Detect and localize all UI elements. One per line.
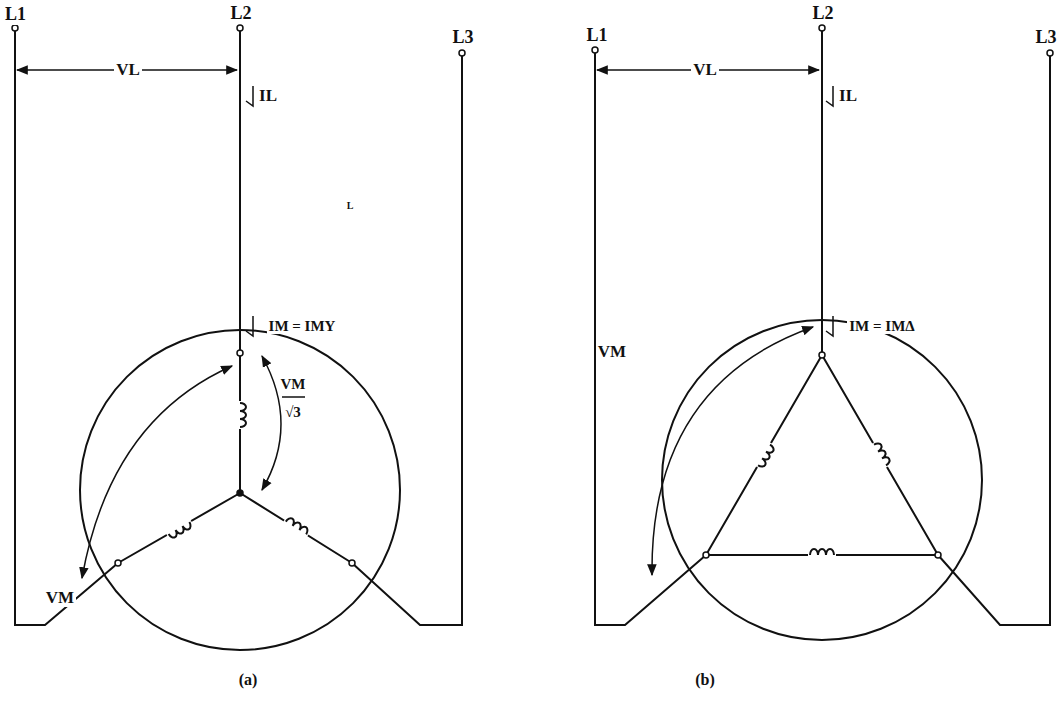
current-arrow [246, 316, 253, 336]
line-name: L2 [810, 4, 835, 24]
current-label: IL [837, 87, 859, 106]
motor-outline [662, 320, 982, 640]
terminal-dot [237, 350, 243, 356]
line-name: L1 [584, 26, 609, 46]
coil-symbol [232, 401, 248, 429]
line-wire [938, 53, 1050, 625]
terminal-dot [459, 50, 465, 56]
voltage-label: VL [114, 61, 142, 80]
line-wire [821, 28, 823, 355]
terminal-dot [12, 25, 18, 31]
line-name: L3 [1033, 28, 1058, 48]
current-arrow [826, 316, 833, 336]
voltage-label: VL [691, 61, 719, 80]
voltage-label: VM [279, 376, 308, 393]
current-arrow [246, 86, 253, 106]
current-label: IL [257, 87, 279, 106]
coil-symbol [163, 514, 195, 542]
coil-symbol [808, 547, 836, 563]
voltage-label: VM [596, 343, 628, 362]
voltage-arrow [652, 327, 813, 575]
current-arrow [826, 86, 833, 106]
coil-symbol [750, 439, 778, 471]
coil-symbol [866, 439, 894, 471]
winding-wire [118, 353, 352, 563]
fraction-bar [282, 396, 305, 398]
line-wire [239, 28, 241, 353]
terminal-dot [819, 352, 825, 358]
stray-mark: L [345, 200, 356, 211]
terminal-dot [115, 560, 121, 566]
current-label: IM = IMY [267, 318, 338, 335]
terminal-dot [1047, 50, 1053, 56]
terminal-dot [592, 47, 598, 53]
terminal-dot [819, 25, 825, 31]
line-wire [352, 53, 462, 625]
voltage-label: √3 [283, 404, 303, 421]
figure-label: (a) [237, 671, 260, 689]
line-name: L3 [450, 28, 475, 48]
line-name: L1 [3, 5, 28, 25]
figure-label: (b) [693, 671, 717, 689]
coil-symbol [280, 514, 312, 542]
current-label: IM = IMΔ [847, 318, 916, 335]
voltage-label: VM [44, 589, 76, 608]
terminal-dot [703, 552, 709, 558]
motor-outline [80, 330, 400, 650]
line-wire [595, 50, 706, 625]
star-point [237, 490, 243, 496]
terminal-dot [349, 560, 355, 566]
line-name: L2 [228, 4, 253, 24]
line-wire [15, 28, 118, 625]
winding-wire [706, 355, 938, 555]
terminal-dot [237, 25, 243, 31]
terminal-dot [935, 552, 941, 558]
voltage-arrow [82, 366, 232, 578]
